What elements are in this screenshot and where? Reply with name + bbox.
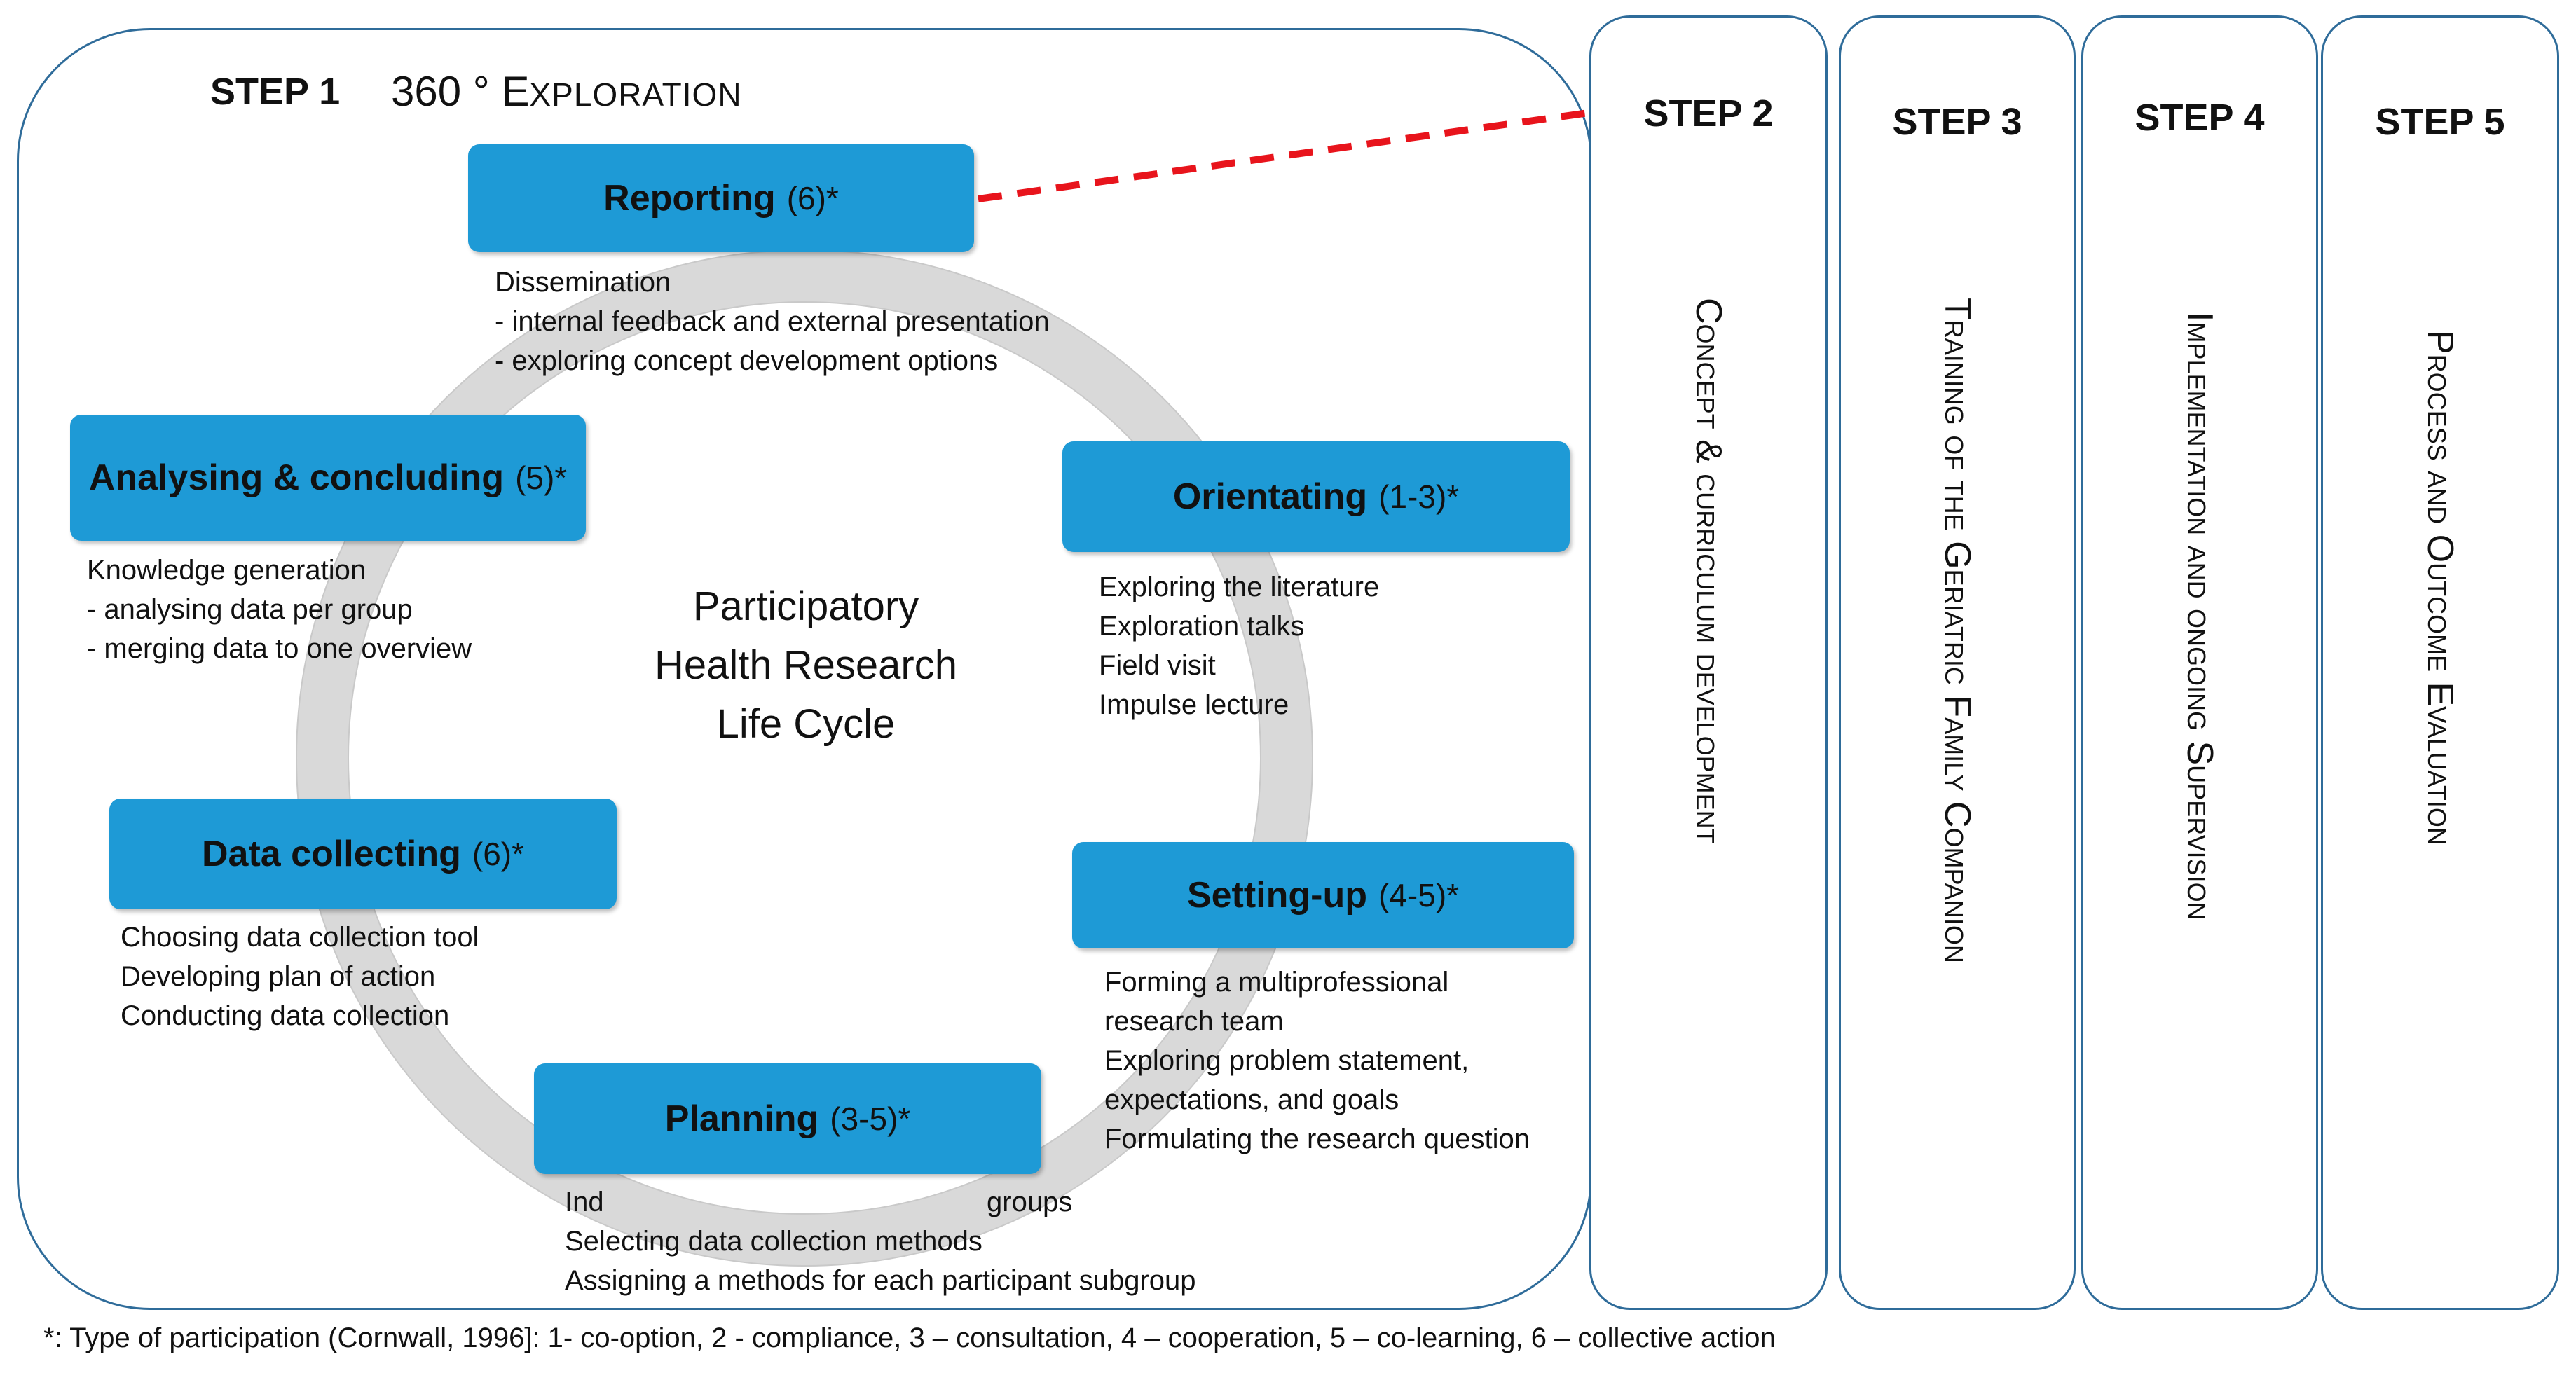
step2-column: STEP 2 Concept & curriculum development (1589, 15, 1828, 1310)
desc-line: - internal feedback and external present… (495, 306, 1050, 337)
step4-title: Implementation and ongoing Supervision (2179, 312, 2220, 920)
phase-type: (3-5)* (830, 1101, 911, 1137)
step5-label: STEP 5 (2375, 101, 2505, 143)
step1-title: STEP 1 (210, 71, 341, 113)
phase-type: (5)* (515, 460, 568, 496)
setting-up-box: Setting-up (4-5)* (1072, 842, 1574, 948)
step3-title: Training of the Geriatric Family Compani… (1937, 298, 1978, 963)
desc-line: research team (1104, 1006, 1284, 1037)
phase-name: Planning (664, 1098, 819, 1139)
desc-line: Exploring the literature (1099, 572, 1380, 602)
step4-column: STEP 4 Implementation and ongoing Superv… (2081, 15, 2318, 1310)
orientating-box: Orientating (1-3)* (1062, 441, 1570, 552)
footnote: *: Type of participation (Cornwall, 1996… (43, 1323, 1776, 1353)
analysing-box: Analysing & concluding (5)* (70, 415, 586, 541)
phase-name: Setting-up (1186, 875, 1368, 916)
desc-line: expectations, and goals (1104, 1084, 1399, 1115)
center-title-line: Participatory (692, 584, 919, 629)
step5-title: Process and Outcome Evaluation (2420, 330, 2460, 846)
desc-fragment: Ind (565, 1187, 604, 1217)
step3-label: STEP 3 (1892, 101, 2022, 143)
desc-line-partial: Ind groups (565, 1182, 1196, 1222)
phase-name: Orientating (1172, 476, 1368, 517)
desc-line: Formulating the research question (1104, 1124, 1530, 1154)
cycle-center-title: Participatory Health Research Life Cycle (603, 577, 1009, 754)
desc-line: - merging data to one overview (87, 633, 472, 664)
step2-title: Concept & curriculum development (1688, 298, 1729, 844)
data-collecting-description: Choosing data collection tool Developing… (121, 918, 479, 1035)
desc-line: Assigning a methods for each participant… (565, 1265, 1196, 1296)
desc-line: Field visit (1099, 650, 1216, 681)
desc-line: - analysing data per group (87, 594, 413, 625)
desc-line: - exploring concept development options (495, 345, 999, 376)
arrow-to-step2 (978, 107, 1604, 202)
desc-line: Exploring problem statement, (1104, 1045, 1469, 1076)
center-title-line: Health Research (655, 642, 957, 688)
desc-line: Choosing data collection tool (121, 922, 479, 953)
phase-type: (1-3)* (1378, 478, 1460, 515)
step1-subtitle: 360 ° EXPLORATION (391, 67, 742, 116)
desc-line: Forming a multiprofessional (1104, 967, 1449, 998)
phase-name: Reporting (603, 178, 776, 219)
phase-type: (4-5)* (1378, 877, 1460, 913)
cycle-arc (296, 250, 1313, 1266)
planning-box: Planning (3-5)* (534, 1063, 1041, 1174)
orientating-description: Exploring the literature Exploration tal… (1099, 567, 1379, 724)
setting-up-description: Forming a multiprofessional research tea… (1104, 963, 1530, 1159)
desc-fragment: groups (987, 1187, 1073, 1217)
center-title-line: Life Cycle (716, 701, 896, 747)
reporting-box: Reporting (6)* (468, 144, 974, 252)
desc-line: Impulse lecture (1099, 689, 1289, 720)
phase-name: Analysing & concluding (88, 457, 505, 498)
analysing-description: Knowledge generation - analysing data pe… (87, 551, 472, 668)
step3-column: STEP 3 Training of the Geriatric Family … (1839, 15, 2076, 1310)
phase-name: Data collecting (202, 834, 461, 874)
desc-line: Selecting data collection methods (565, 1226, 982, 1257)
desc-line: Exploration talks (1099, 611, 1305, 642)
step1-subtitle-prefix: 360 ° E (391, 68, 530, 115)
desc-line: Conducting data collection (121, 1000, 450, 1031)
desc-line: Knowledge generation (87, 555, 366, 586)
phase-type: (6)* (786, 180, 839, 216)
planning-description: Ind groups Selecting data collection meth… (565, 1182, 1196, 1300)
step4-label: STEP 4 (2135, 97, 2265, 139)
cycle-arc-inner-edge (348, 301, 1261, 1215)
reporting-description: Dissemination - internal feedback and ex… (495, 263, 1050, 380)
data-collecting-box: Data collecting (6)* (109, 799, 617, 909)
step1-subtitle-rest: XPLORATION (529, 76, 742, 113)
desc-line: Dissemination (495, 267, 671, 298)
step2-label: STEP 2 (1643, 92, 1774, 134)
phase-type: (6)* (472, 836, 524, 872)
desc-line: Developing plan of action (121, 961, 436, 992)
step5-column: STEP 5 Process and Outcome Evaluation (2321, 15, 2559, 1310)
